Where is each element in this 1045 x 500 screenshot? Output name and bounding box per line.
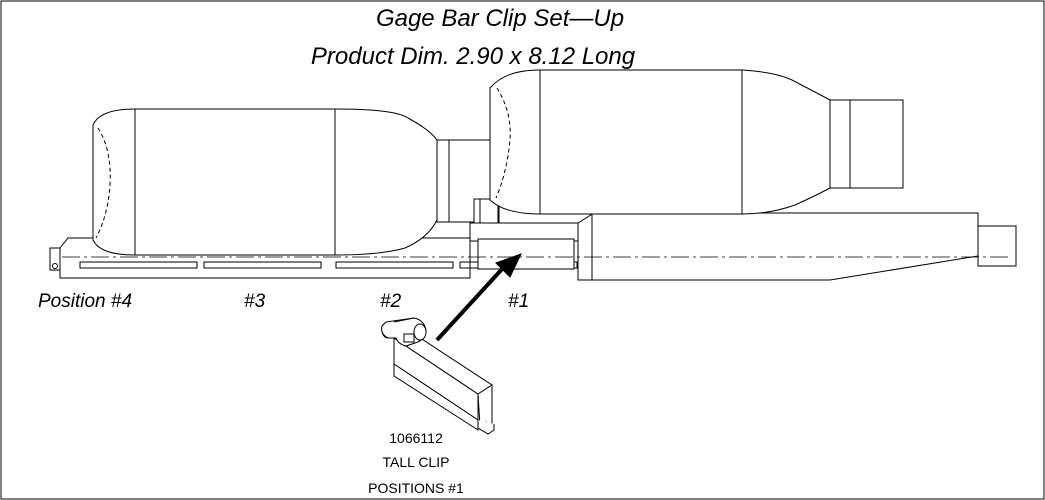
gage-bar-end-tip xyxy=(977,225,1017,267)
clip-positions: POSITIONS #1 xyxy=(368,480,464,496)
label-position-1: #1 xyxy=(508,291,529,312)
product-right-cap xyxy=(829,99,851,189)
label-position-2: #2 xyxy=(380,291,402,312)
clip-part-number: 1066112 xyxy=(389,430,443,446)
product-right xyxy=(489,69,904,215)
installed-clip xyxy=(469,198,592,270)
product-left xyxy=(92,108,500,256)
placement-arrow xyxy=(435,253,522,342)
clip-slot-position-2 xyxy=(335,261,454,269)
gage-bar-extension xyxy=(577,212,1017,281)
title-line-2: Product Dim. 2.90 x 8.12 Long xyxy=(311,43,636,70)
clip-slot-position-4 xyxy=(79,261,198,269)
label-position-3: #3 xyxy=(244,291,266,312)
label-position-4: Position #4 xyxy=(38,291,132,312)
product-left-cap xyxy=(436,139,450,223)
clip-name: TALL CLIP xyxy=(383,454,450,470)
clip-slot-position-3 xyxy=(203,261,322,269)
tall-clip-detail xyxy=(381,317,495,435)
title-line-1: Gage Bar Clip Set—Up xyxy=(376,5,624,32)
